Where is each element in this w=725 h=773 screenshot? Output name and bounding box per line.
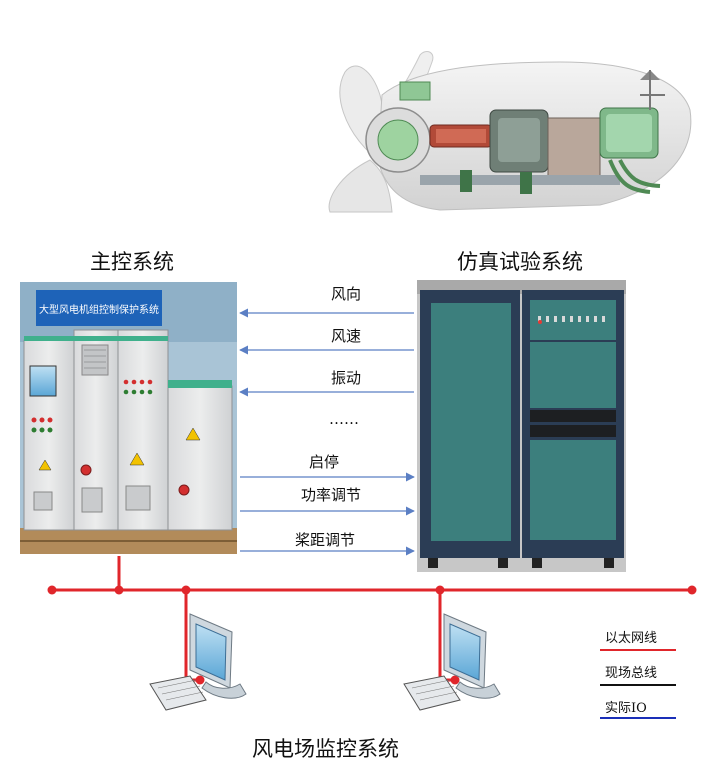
signal-label-start-stop: 启停 — [309, 453, 340, 471]
simulation-cabinet-image — [417, 280, 626, 572]
main-control-title: 主控系统 — [90, 250, 174, 274]
legend — [600, 649, 676, 719]
main-control-cabinet-image: 大型风电机组控制保护系统 — [20, 282, 237, 554]
signal-label-ellipsis: …… — [329, 410, 359, 428]
signal-label-wind-speed: 风速 — [331, 327, 362, 345]
cabinet-banner-text: 大型风电机组控制保护系统 — [39, 303, 159, 316]
signal-label-pitch-regulation: 桨距调节 — [295, 531, 356, 549]
computer-icon — [403, 613, 501, 711]
signal-label-wind-direction: 风向 — [331, 285, 362, 303]
signal-arrows — [239, 308, 415, 556]
signal-label-power-regulation: 功率调节 — [301, 486, 362, 504]
legend-label-io: 实际IO — [605, 701, 647, 716]
ethernet-bus — [47, 556, 697, 685]
legend-label-ethernet: 以太网线 — [605, 631, 658, 646]
wind-turbine-nacelle-image — [328, 51, 692, 213]
monitoring-title: 风电场监控系统 — [252, 737, 399, 761]
legend-label-fieldbus: 现场总线 — [605, 666, 658, 681]
signal-label-vibration: 振动 — [331, 369, 362, 387]
simulation-title: 仿真试验系统 — [457, 250, 583, 274]
computer-icon — [149, 613, 247, 711]
